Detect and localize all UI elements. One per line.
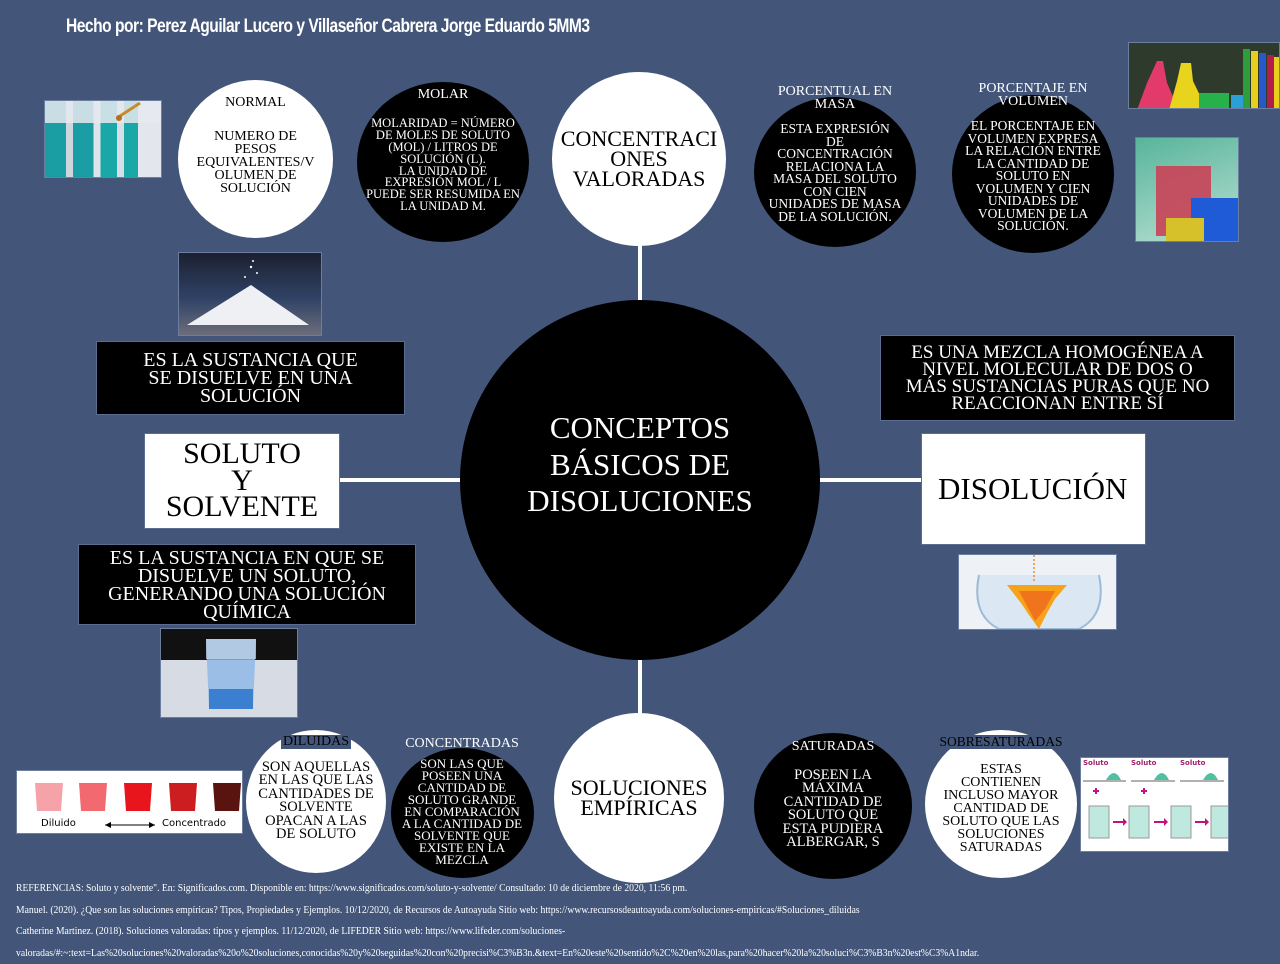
node-body-line: INCLUSO MAYOR bbox=[942, 789, 1059, 802]
node-porcentual-en-masa-text: PORCENTUAL EN MASA ESTA EXPRESIÓN DE CON… bbox=[746, 85, 924, 223]
solvente-definition-box: ES LA SUSTANCIA EN QUE SE DISUELVE UN SO… bbox=[78, 544, 416, 625]
references-section: REFERENCIAS: Soluto y solvente". En: Sig… bbox=[16, 878, 1063, 964]
salt-pile-image bbox=[178, 252, 322, 336]
node-body-line: CANTIDAD DE bbox=[942, 802, 1059, 815]
node-title: CONCENTRADAS bbox=[383, 736, 541, 752]
beakers-image bbox=[1135, 137, 1239, 242]
diluido-label: Diluido bbox=[41, 818, 76, 829]
node-sobresaturadas: SOBRESATURADAS ESTAS CONTIENEN INCLUSO M… bbox=[925, 730, 1077, 878]
node-title: SATURADAS bbox=[792, 740, 874, 754]
node-body-line: ALBERGAR, S bbox=[783, 836, 884, 849]
node-concentraciones-valoradas: CONCENTRACI ONES VALORADAS bbox=[552, 72, 726, 246]
node-label-line: VALORADAS bbox=[573, 169, 706, 189]
node-body-line: MEZCLA bbox=[383, 854, 541, 866]
concentrado-label: Concentrado bbox=[162, 818, 226, 829]
node-soluciones-empiricas: SOLUCIONES EMPÍRICAS bbox=[554, 713, 724, 883]
node-normal: NORMAL NUMERO DE PESOS EQUIVALENTES/V OL… bbox=[178, 80, 333, 238]
node-soluto-y-solvente: SOLUTO Y SOLVENTE bbox=[144, 433, 340, 529]
node-body-line: LA UNIDAD M. bbox=[366, 201, 520, 213]
disolucion-definition-box: ES UNA MEZCLA HOMOGÉNEA A NIVEL MOLECULA… bbox=[880, 335, 1235, 421]
water-glass-image bbox=[160, 628, 298, 718]
definition-line: REACCIONAN ENTRE SÍ bbox=[906, 395, 1210, 412]
ink-in-water-image bbox=[958, 554, 1117, 630]
node-body-line: SOLUCIONES bbox=[942, 828, 1059, 841]
central-title-line: BÁSICOS DE bbox=[550, 447, 730, 484]
connector-top bbox=[638, 240, 642, 302]
definition-line: ES LA SUSTANCIA EN QUE SE bbox=[108, 549, 386, 567]
connector-bottom bbox=[638, 660, 642, 716]
node-body-line: ESTAS bbox=[942, 763, 1059, 776]
node-label: DISOLUCIÓN bbox=[938, 471, 1127, 507]
node-title: MOLAR bbox=[418, 88, 469, 102]
node-body-line: SATURADAS bbox=[942, 841, 1059, 854]
central-title-line: DISOLUCIONES bbox=[527, 483, 753, 520]
reference-line: Catherine Martinez. (2018). Soluciones v… bbox=[16, 921, 979, 943]
node-body-line: CONTIENEN bbox=[942, 776, 1059, 789]
node-concentradas-text: CONCENTRADAS SON LAS QUE POSEEN UNA CANT… bbox=[383, 736, 541, 866]
node-disolucion: DISOLUCIÓN bbox=[921, 433, 1146, 545]
node-porcentaje-en-volumen-text: PORCENTAJE EN VOLUMEN EL PORCENTAJE EN V… bbox=[944, 82, 1122, 233]
node-title: PORCENTAJE EN VOLUMEN bbox=[944, 82, 1122, 108]
node-diluidas: DILUIDAS SON AQUELLAS EN LAS QUE LAS CAN… bbox=[246, 730, 386, 873]
reference-line: Manuel. (2020). ¿Que son las soluciones … bbox=[16, 900, 979, 922]
node-title: SOBRESATURADAS bbox=[935, 735, 1066, 749]
node-title: PORCENTUAL EN MASA bbox=[746, 85, 924, 111]
definition-line: DISUELVE UN SOLUTO, bbox=[108, 567, 386, 585]
reference-line: valoradas/#:~:text=Las%20soluciones%20va… bbox=[16, 943, 979, 964]
node-label-line: SOLVENTE bbox=[166, 494, 318, 520]
soluto-definition-box: ES LA SUSTANCIA QUE SE DISUELVE EN UNA S… bbox=[96, 341, 405, 415]
node-body-line: SOLUCIÓN bbox=[197, 182, 315, 195]
node-body-line: DE LA SOLUCIÓN. bbox=[746, 211, 924, 224]
node-label-line: EMPÍRICAS bbox=[580, 798, 697, 818]
definition-line: GENERANDO UNA SOLUCIÓN bbox=[108, 585, 386, 603]
reference-line: REFERENCIAS: Soluto y solvente". En: Sig… bbox=[16, 878, 979, 900]
central-concept-node: CONCEPTOS BÁSICOS DE DISOLUCIONES bbox=[460, 300, 820, 660]
central-title-line: CONCEPTOS bbox=[550, 410, 730, 447]
node-title: NORMAL bbox=[178, 96, 333, 110]
definition-line: SOLUCIÓN bbox=[143, 387, 358, 405]
node-body-line: SOLUCIÓN. bbox=[944, 220, 1122, 233]
author-credit: Hecho por: Perez Aguilar Lucero y Villas… bbox=[66, 16, 590, 38]
test-tubes-image bbox=[44, 100, 162, 178]
definition-line: QUÍMICA bbox=[108, 603, 386, 621]
lab-glassware-image bbox=[1128, 42, 1280, 109]
connector-right bbox=[818, 478, 922, 482]
node-saturadas: SATURADAS POSEEN LA MÁXIMA CANTIDAD DE S… bbox=[754, 733, 912, 879]
node-molar: MOLAR MOLARIDAD = NÚMERO DE MOLES DE SOL… bbox=[357, 82, 529, 242]
supersaturation-diagram-image: Soluto Soluto Soluto bbox=[1080, 757, 1229, 852]
dilution-scale-image: Diluido Concentrado bbox=[16, 770, 243, 834]
node-body-line: SOLUTO QUE LAS bbox=[942, 815, 1059, 828]
node-title: DILUIDAS bbox=[281, 735, 351, 749]
node-body-line: DE SOLUTO bbox=[258, 828, 374, 841]
connector-left bbox=[338, 478, 462, 482]
